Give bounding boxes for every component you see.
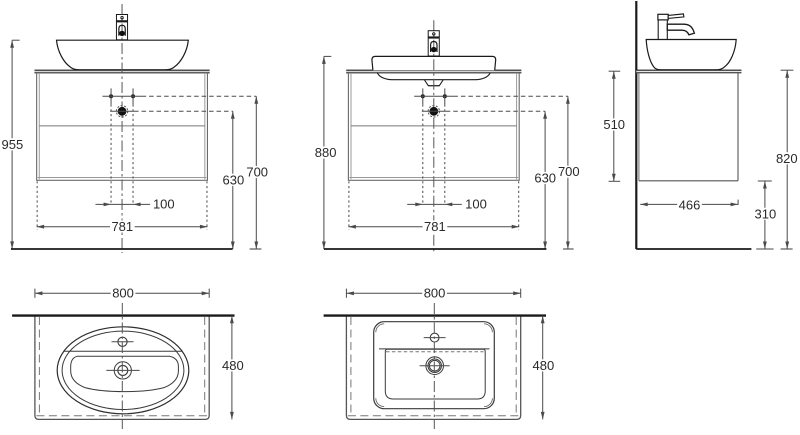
svg-text:480: 480 — [533, 358, 555, 373]
svg-text:630: 630 — [534, 171, 556, 186]
svg-text:700: 700 — [246, 165, 268, 180]
svg-text:310: 310 — [755, 206, 777, 221]
svg-text:800: 800 — [112, 286, 134, 301]
svg-text:100: 100 — [465, 197, 487, 212]
svg-text:100: 100 — [153, 197, 175, 212]
svg-text:480: 480 — [222, 358, 244, 373]
svg-text:800: 800 — [424, 286, 446, 301]
svg-text:630: 630 — [223, 172, 245, 187]
svg-text:510: 510 — [603, 117, 625, 132]
svg-text:781: 781 — [111, 219, 133, 234]
svg-text:880: 880 — [315, 145, 337, 160]
svg-text:700: 700 — [558, 164, 580, 179]
svg-text:466: 466 — [679, 197, 701, 212]
svg-text:820: 820 — [776, 151, 798, 166]
svg-text:955: 955 — [2, 137, 24, 152]
svg-text:781: 781 — [424, 219, 446, 234]
